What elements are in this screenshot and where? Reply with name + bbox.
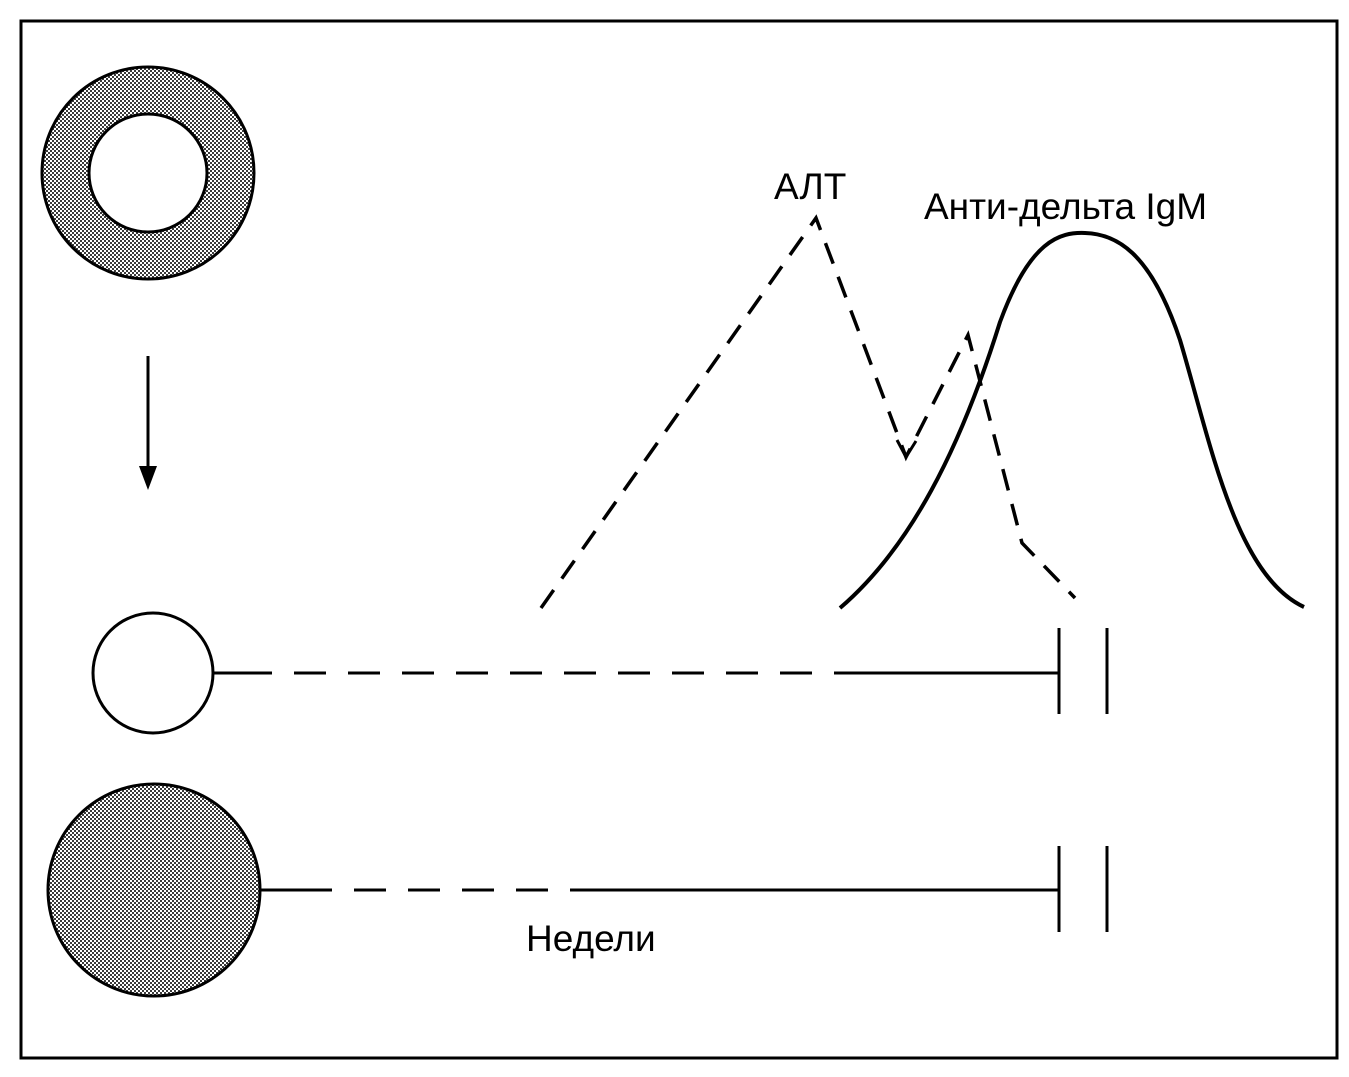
- antigen-filled-circle-icon: [46, 782, 262, 998]
- timeline-lower: [260, 846, 1109, 932]
- alt-curve: [539, 214, 1077, 610]
- timeline-upper: [213, 628, 1109, 714]
- diagram-frame: [19, 19, 1339, 1060]
- alt-curve-arrowhead: [895, 439, 918, 461]
- anti-delta-igm-label: Анти-дельта IgM: [924, 186, 1208, 227]
- anti-delta-igm-curve: [838, 230, 1305, 610]
- arrow-down-icon: [139, 356, 157, 490]
- hdv-particle-ring-icon: [40, 65, 256, 281]
- antigen-open-circle-icon: [91, 611, 215, 735]
- weeks-axis-label: Недели: [526, 918, 656, 959]
- alt-label: АЛТ: [774, 166, 847, 207]
